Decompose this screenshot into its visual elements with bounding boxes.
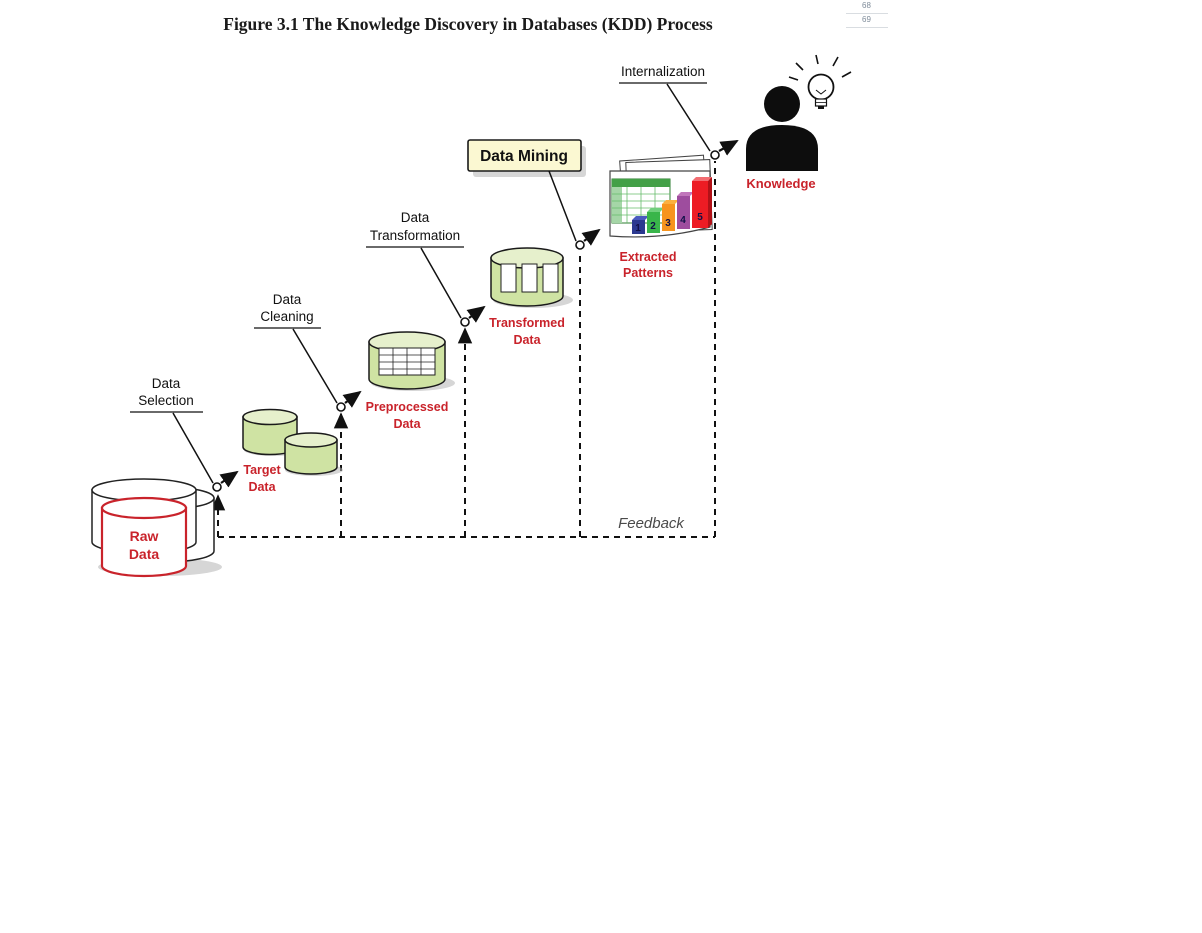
bar3-top	[662, 200, 679, 204]
data-selection-label-line1: Data	[152, 376, 181, 391]
cylinder-top	[284, 432, 338, 448]
internalization-connector	[666, 83, 711, 152]
bar-number-4: 4	[680, 215, 686, 226]
transformed-label-line2: Data	[513, 333, 541, 347]
data-selection-connector	[172, 412, 214, 484]
bar-number-5: 5	[697, 212, 703, 223]
data-transformation-label-line1: Data	[401, 210, 430, 225]
data-selection-node	[212, 482, 222, 492]
target-data-cylinder-left	[242, 408, 298, 456]
bar5-side	[708, 177, 712, 228]
knowledge-label: Knowledge	[746, 176, 815, 191]
raw-data-label-line2: Data	[129, 546, 160, 562]
bar2	[647, 212, 660, 233]
raw-data-database: Raw Data	[91, 478, 222, 578]
internalization-node	[710, 150, 720, 160]
cylinder-body	[284, 439, 338, 475]
stage-data-mining: Data Mining	[467, 139, 601, 250]
pattern-bar-chart: 1 2 3 4 5	[632, 177, 712, 234]
preprocessed-data-database: Preprocessed Data	[366, 331, 455, 431]
data-mining-label: Data Mining	[480, 148, 568, 165]
data-mining-box	[467, 139, 582, 172]
page-marker-bottom: 69	[846, 14, 888, 28]
data-selection-arrow	[219, 470, 239, 488]
bulb-ray	[815, 54, 819, 65]
bar1	[632, 220, 645, 234]
data-cleaning-arrow	[342, 390, 362, 408]
person-body	[746, 125, 818, 171]
bar1-top	[632, 216, 649, 220]
data-transformation-node	[460, 317, 470, 327]
page-marker-top: 68	[846, 0, 888, 14]
data-selection-label-line2: Selection	[138, 393, 194, 408]
extracted-patterns-label-line1: Extracted	[620, 250, 677, 264]
bar-number-1: 1	[635, 223, 641, 234]
stage-data-transformation: Data Transformation	[366, 210, 486, 327]
bar2-top	[647, 208, 664, 212]
data-mining-arrow	[581, 228, 601, 246]
bulb-ray	[788, 76, 799, 81]
stage-data-selection: Data Selection	[130, 376, 239, 492]
internalization-label: Internalization	[621, 64, 705, 79]
feedback-loop: Feedback	[210, 161, 716, 538]
data-transformation-connector	[420, 247, 462, 319]
raw-data-label-line1: Raw	[130, 528, 159, 544]
cylinder-body	[100, 506, 188, 578]
preprocessed-table-grid	[378, 347, 436, 376]
transformed-label-line1: Transformed	[489, 316, 565, 330]
data-cleaning-connector	[292, 328, 338, 404]
extracted-patterns-graphic: 1 2 3 4 5 Extracted Patterns	[609, 154, 713, 280]
knowledge-figure: Knowledge	[746, 54, 852, 191]
bar5-top	[692, 177, 712, 181]
bulb-tip	[818, 106, 824, 109]
target-data-label-line2: Data	[248, 480, 276, 494]
target-data-label-line1: Target	[243, 463, 281, 477]
page-title: Figure 3.1 The Knowledge Discovery in Da…	[223, 14, 713, 34]
bar5	[692, 181, 708, 228]
data-transformation-arrow	[466, 305, 486, 323]
data-transformation-label-line2: Transformation	[370, 228, 460, 243]
lightbulb-icon	[788, 54, 852, 109]
bar-number-2: 2	[650, 221, 656, 232]
preprocessed-label-line1: Preprocessed	[366, 400, 449, 414]
data-cleaning-node	[336, 402, 346, 412]
bar-slot	[521, 263, 538, 293]
bulb-ray	[832, 56, 839, 67]
feedback-label: Feedback	[618, 515, 685, 532]
raw-data-front-cylinder	[100, 496, 188, 578]
cylinder-top	[242, 408, 298, 426]
data-cleaning-label-line2: Cleaning	[260, 309, 313, 324]
data-mining-connector	[548, 170, 577, 242]
page-markers: 68 69	[846, 0, 888, 28]
preprocessed-label-line2: Data	[393, 417, 421, 431]
target-data-database: Target Data	[242, 408, 343, 494]
target-data-cylinder-right	[284, 432, 338, 475]
spreadsheet-left-column	[612, 187, 622, 223]
bar-slot	[542, 263, 559, 293]
bar4-top	[677, 192, 694, 196]
bulb-filament	[815, 89, 827, 95]
bar4	[677, 196, 690, 229]
bulb-ray	[795, 62, 804, 71]
spreadsheet-header	[612, 179, 670, 187]
bar3	[662, 204, 675, 231]
transformed-bars-icon	[500, 263, 559, 293]
data-cleaning-label-line1: Data	[273, 292, 302, 307]
bulb-ray	[841, 71, 852, 78]
internalization-arrow	[718, 140, 739, 156]
bar-slot	[500, 263, 517, 293]
person-head	[764, 86, 800, 122]
data-mining-node	[575, 240, 585, 250]
bulb-glass	[807, 73, 835, 101]
bar-number-3: 3	[665, 218, 671, 229]
stage-data-cleaning: Data Cleaning	[254, 292, 362, 412]
cylinder-top	[100, 496, 188, 520]
stage-internalization: Internalization	[619, 64, 739, 160]
transformed-data-database: Transformed Data	[489, 247, 573, 347]
extracted-patterns-label-line2: Patterns	[623, 266, 673, 280]
